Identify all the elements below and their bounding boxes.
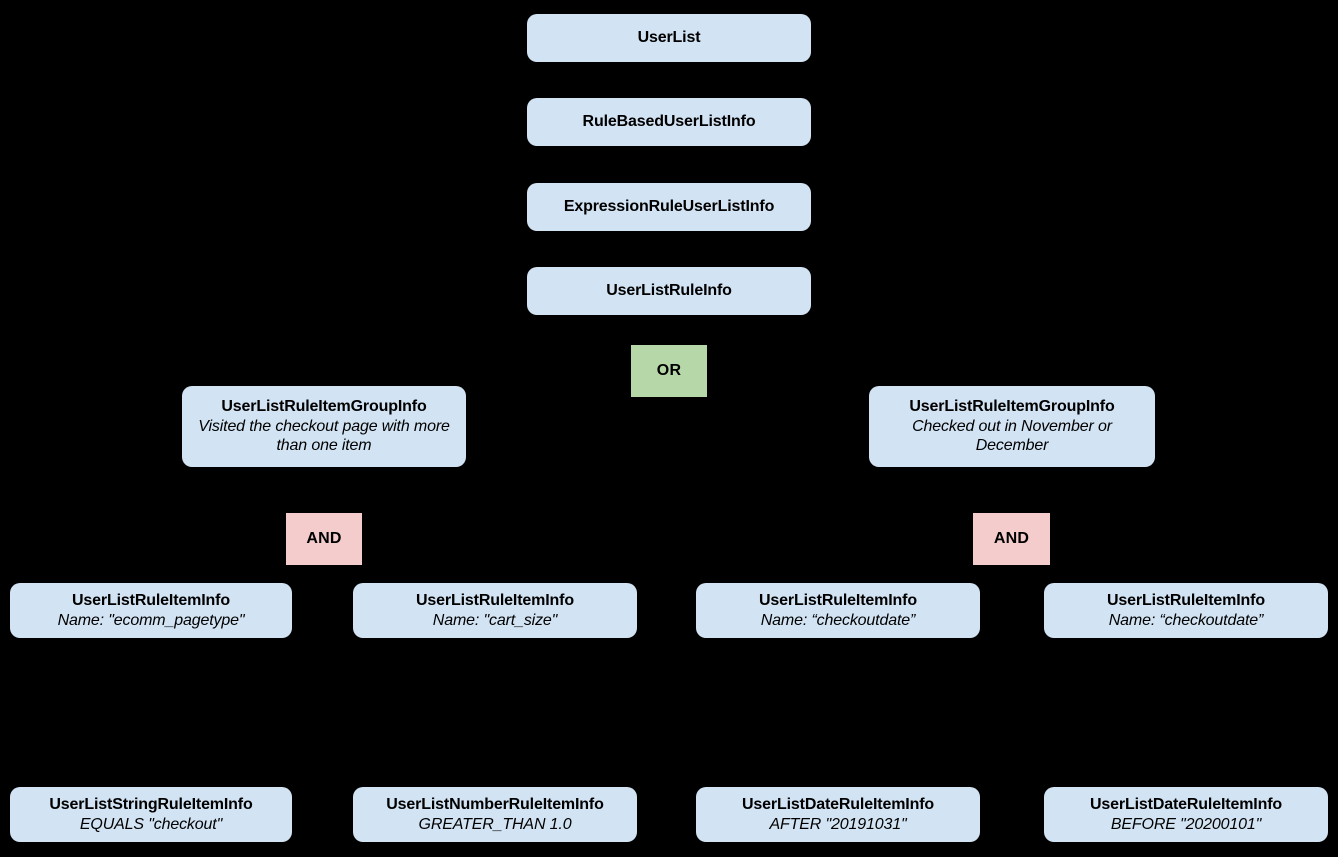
node-number-rule-item-info[interactable]: UserListNumberRuleItemInfo GREATER_THAN …: [353, 787, 637, 842]
operator-label: AND: [993, 530, 1030, 548]
node-subtitle: AFTER "20191031": [769, 815, 907, 833]
node-title: UserListNumberRuleItemInfo: [386, 795, 604, 813]
operator-label: AND: [306, 530, 342, 548]
node-rule-based-user-list-info[interactable]: RuleBasedUserListInfo: [527, 98, 811, 146]
node-date-rule-item-info-after[interactable]: UserListDateRuleItemInfo AFTER "20191031…: [696, 787, 980, 842]
node-rule-item-group-right[interactable]: UserListRuleItemGroupInfo Checked out in…: [869, 386, 1155, 467]
node-subtitle: Visited the checkout page with more than…: [198, 417, 450, 455]
node-subtitle: BEFORE "20200101": [1110, 815, 1262, 833]
node-subtitle: GREATER_THAN 1.0: [418, 815, 572, 833]
operator-label: OR: [656, 362, 682, 380]
node-title: UserListRuleItemGroupInfo: [221, 398, 427, 416]
node-rule-item-checkoutdate-before[interactable]: UserListRuleItemInfo Name: “checkoutdate…: [1044, 583, 1328, 638]
node-title: UserListRuleItemInfo: [759, 591, 917, 609]
operator-and-left[interactable]: AND: [286, 513, 362, 565]
node-subtitle: Name: "cart_size": [432, 611, 558, 629]
node-subtitle: Name: “checkoutdate”: [760, 611, 916, 629]
node-rule-item-checkoutdate-after[interactable]: UserListRuleItemInfo Name: “checkoutdate…: [696, 583, 980, 638]
node-date-rule-item-info-before[interactable]: UserListDateRuleItemInfo BEFORE "2020010…: [1044, 787, 1328, 842]
node-title: ExpressionRuleUserListInfo: [563, 198, 775, 216]
node-title: UserListRuleInfo: [606, 282, 732, 300]
node-string-rule-item-info[interactable]: UserListStringRuleItemInfo EQUALS "check…: [10, 787, 292, 842]
node-subtitle: Checked out in November or December: [912, 417, 1112, 455]
node-subtitle: EQUALS "checkout": [79, 815, 223, 833]
node-user-list[interactable]: UserList: [527, 14, 811, 62]
node-title: UserList: [637, 29, 701, 47]
node-title: UserListDateRuleItemInfo: [742, 795, 934, 813]
operator-or[interactable]: OR: [631, 345, 707, 397]
node-subtitle: Name: “checkoutdate”: [1108, 611, 1264, 629]
node-expression-rule-user-list-info[interactable]: ExpressionRuleUserListInfo: [527, 183, 811, 231]
node-rule-item-ecomm-pagetype[interactable]: UserListRuleItemInfo Name: "ecomm_pagety…: [10, 583, 292, 638]
node-title: UserListRuleItemInfo: [72, 591, 230, 609]
node-title: UserListRuleItemGroupInfo: [909, 398, 1115, 416]
node-rule-item-cart-size[interactable]: UserListRuleItemInfo Name: "cart_size": [353, 583, 637, 638]
node-subtitle: Name: "ecomm_pagetype": [57, 611, 245, 629]
node-title: RuleBasedUserListInfo: [582, 113, 756, 131]
node-title: UserListStringRuleItemInfo: [49, 795, 253, 813]
node-title: UserListRuleItemInfo: [1107, 591, 1265, 609]
node-rule-item-group-left[interactable]: UserListRuleItemGroupInfo Visited the ch…: [182, 386, 466, 467]
operator-and-right[interactable]: AND: [973, 513, 1050, 565]
node-title: UserListRuleItemInfo: [416, 591, 574, 609]
node-title: UserListDateRuleItemInfo: [1090, 795, 1282, 813]
node-user-list-rule-info[interactable]: UserListRuleInfo: [527, 267, 811, 315]
